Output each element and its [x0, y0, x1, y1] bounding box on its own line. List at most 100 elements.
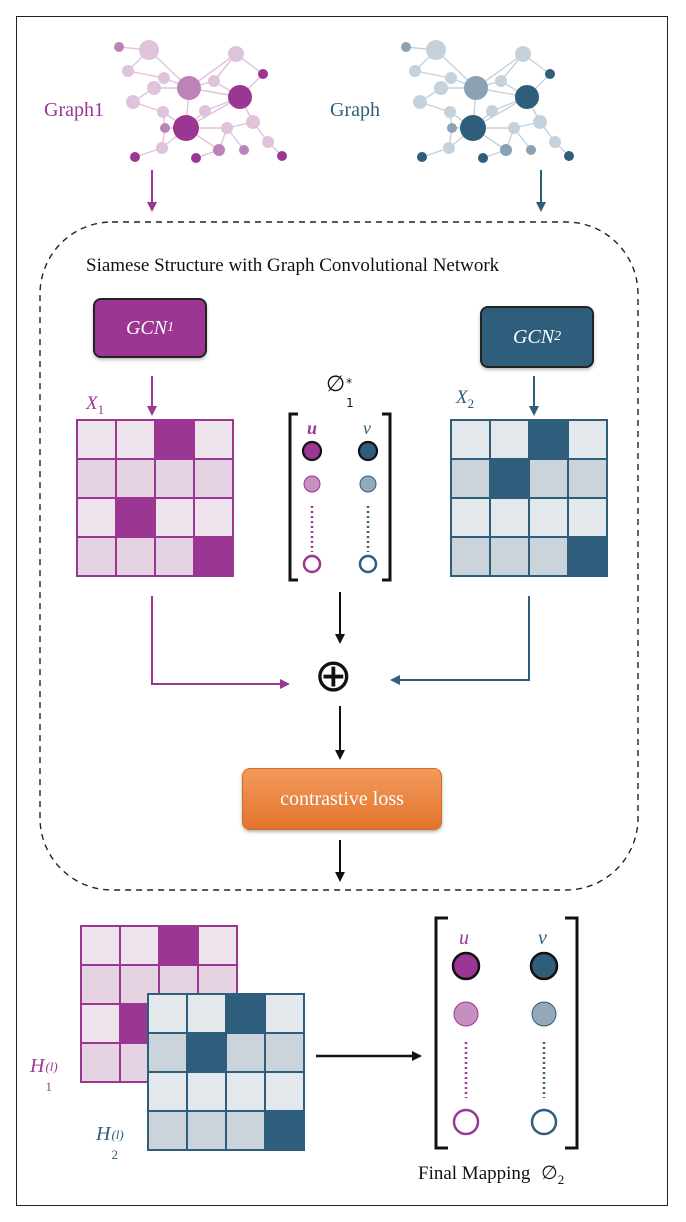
x2-matrix-cell	[489, 536, 530, 577]
h2-sup: (l)	[111, 1127, 124, 1142]
h2-matrix-cell	[225, 1032, 266, 1073]
gcn1-sub: 1	[167, 320, 175, 335]
x1-matrix-cell	[76, 458, 117, 499]
x1-matrix-cell	[76, 536, 117, 577]
graph1-node	[156, 142, 168, 154]
graph1-node	[160, 123, 170, 133]
x1-matrix-cell	[193, 419, 234, 460]
graph2-node	[486, 105, 498, 117]
graph1-node	[239, 145, 249, 155]
phi1-label: ∅* 1	[326, 372, 355, 410]
final-v-node-empty	[530, 1108, 558, 1136]
gcn1-text: GCN	[125, 316, 168, 339]
h2-matrix-cell	[147, 993, 188, 1034]
x1-matrix-cell	[193, 536, 234, 577]
x2-matrix-cell	[528, 536, 569, 577]
u-node-filled	[301, 440, 323, 462]
contrastive-loss-label: contrastive loss	[280, 787, 404, 810]
graph1-node	[177, 76, 201, 100]
x1-matrix-cell	[154, 458, 195, 499]
x1-flow-arrow	[151, 596, 290, 689]
final-mapping-vector	[434, 916, 579, 1150]
graph1-node	[208, 75, 220, 87]
graph2-node	[409, 65, 421, 77]
siamese-boundary	[39, 221, 639, 891]
h2-matrix-cell	[225, 1071, 266, 1112]
h2-matrix-cell	[147, 1110, 188, 1151]
graph1-node	[262, 136, 274, 148]
graph2-node	[500, 144, 512, 156]
h2-base: H	[96, 1123, 111, 1145]
final-v-label: v	[538, 927, 547, 949]
phi1-sup: *	[346, 376, 353, 390]
x1-matrix-cell	[154, 497, 195, 538]
graph2-node	[444, 106, 456, 118]
graph2-node	[434, 81, 448, 95]
x1-base: X	[86, 393, 98, 414]
x1-label: X1	[86, 394, 104, 416]
graph1-node	[199, 105, 211, 117]
h2-matrix-cell	[225, 1110, 266, 1151]
h2-matrix-cell	[147, 1032, 188, 1073]
h1-matrix-cell	[119, 925, 160, 966]
graph1-node	[213, 144, 225, 156]
u-node-empty	[302, 554, 322, 574]
graph1-node	[158, 72, 170, 84]
h2-sub: 2	[111, 1147, 118, 1162]
graph2-node	[508, 122, 520, 134]
graph2-network	[401, 40, 574, 163]
x2-label: X2	[456, 388, 474, 410]
x2-base: X	[456, 387, 468, 408]
h1-matrix-cell	[158, 925, 199, 966]
v-node-light	[359, 475, 377, 493]
final-v-node-light	[531, 1001, 557, 1027]
x1-matrix-cell	[115, 458, 156, 499]
final-u-node-empty	[452, 1108, 480, 1136]
graph1-node	[130, 152, 140, 162]
h1-matrix-cell	[80, 1003, 121, 1044]
graph1-node	[228, 85, 252, 109]
h2-matrix-cell	[186, 1071, 227, 1112]
h1-label: H(l)1	[30, 1056, 66, 1093]
final-u-label: u	[459, 927, 469, 949]
x2-matrix-cell	[489, 458, 530, 499]
graph1-node	[157, 106, 169, 118]
h2-matrix-cell	[186, 1110, 227, 1151]
final-v-node-filled	[529, 951, 559, 981]
h2-matrix-cell	[225, 993, 266, 1034]
u-node-light	[303, 475, 321, 493]
h1-matrix-cell	[197, 925, 238, 966]
x1-matrix-cell	[193, 458, 234, 499]
graph2-node	[495, 75, 507, 87]
h2-matrix-cell	[264, 993, 305, 1034]
graph2-node	[401, 42, 411, 52]
final-mapping-text: Final Mapping	[418, 1163, 531, 1184]
graph2-node	[460, 115, 486, 141]
graph1-node	[147, 81, 161, 95]
graph1-node	[246, 115, 260, 129]
graph2-node	[533, 115, 547, 129]
phi1-symbol: ∅	[326, 372, 346, 397]
graph2-node	[564, 151, 574, 161]
x2-matrix-cell	[528, 497, 569, 538]
graph1-node	[228, 46, 244, 62]
graph1-node	[277, 151, 287, 161]
graph2-node	[478, 153, 488, 163]
x2-matrix-cell	[567, 419, 608, 460]
h1-matrix-cell	[80, 964, 121, 1005]
outer-frame	[16, 16, 668, 1206]
x2-flow-arrow	[390, 596, 530, 685]
x1-matrix-cell	[76, 419, 117, 460]
siamese-title: Siamese Structure with Graph Convolution…	[86, 255, 500, 276]
contrastive-loss-box: contrastive loss	[242, 768, 442, 830]
combine-symbol: ⊕	[314, 648, 353, 702]
x2-matrix-cell	[450, 419, 491, 460]
x2-matrix-cell	[567, 458, 608, 499]
matrix-x1	[76, 419, 234, 577]
graph1-node	[173, 115, 199, 141]
phi1-sub: 1	[346, 396, 354, 410]
x1-matrix-cell	[115, 419, 156, 460]
